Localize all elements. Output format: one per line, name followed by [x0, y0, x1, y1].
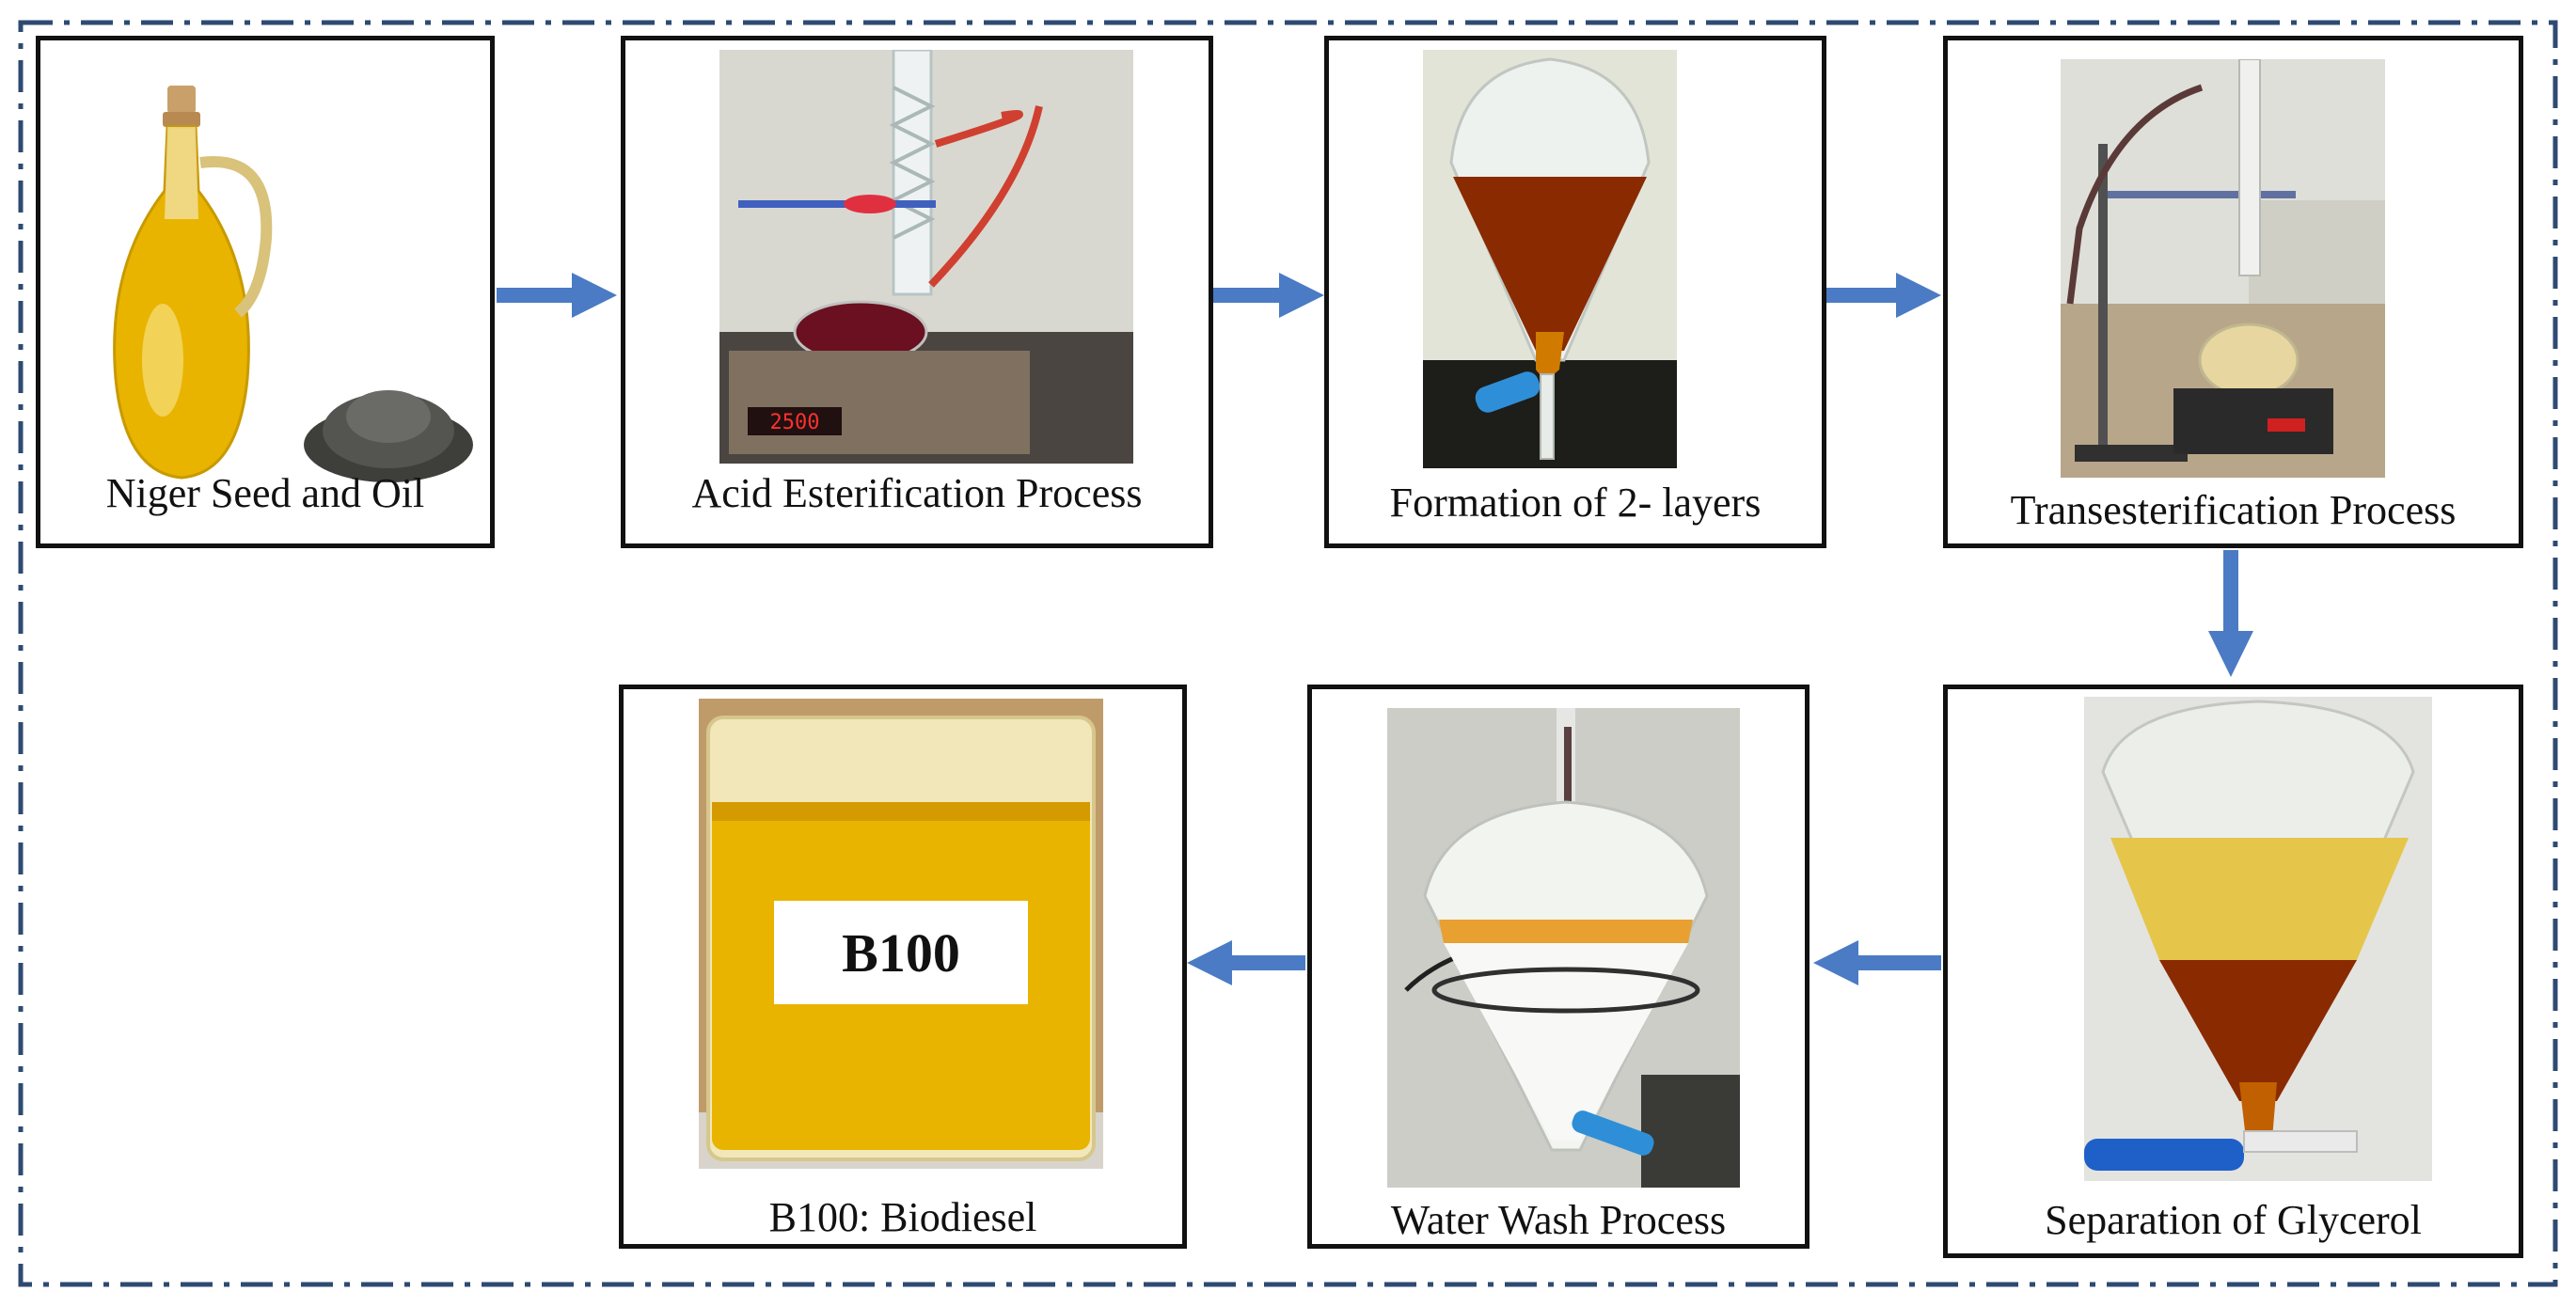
hot-plate-icon	[2173, 388, 2333, 454]
formation-2-layers-photo	[1423, 50, 1677, 468]
separation-glycerol-photo	[2084, 697, 2432, 1181]
hot-plate-icon	[729, 351, 1030, 454]
step-separation-glycerol: Separation of Glycerol	[1943, 685, 2523, 1258]
step-niger-seed-oil: Niger Seed and Oil	[36, 36, 495, 548]
oil-layer	[1439, 920, 1693, 943]
arrow-right-icon	[1213, 273, 1324, 318]
oil-bottle-icon	[113, 125, 250, 480]
step-biodiesel: B100 B100: Biodiesel	[619, 685, 1187, 1249]
arrow-right-icon	[497, 273, 617, 318]
arrow-down-icon	[2208, 550, 2253, 677]
biodiesel-photo: B100	[699, 699, 1103, 1169]
step-label: Separation of Glycerol	[2045, 1197, 2422, 1243]
svg-text:B100: B100	[842, 922, 960, 984]
water-wash-photo	[1387, 708, 1740, 1188]
oil-layer	[2110, 838, 2409, 960]
dark-layer	[1453, 177, 1647, 351]
step-label: Transesterification Process	[2010, 487, 2457, 533]
flask-icon	[2198, 323, 2299, 398]
glycerol-layer	[2159, 960, 2357, 1101]
beaker-label	[774, 901, 1028, 1004]
step-label: Niger Seed and Oil	[105, 470, 425, 516]
svg-text:2500: 2500	[770, 411, 820, 434]
niger-seed-oil-photo	[78, 78, 473, 492]
arrow-left-icon	[1813, 940, 1941, 985]
water-layer	[1444, 943, 1688, 1141]
step-transesterification: Transesterification Process	[1943, 36, 2523, 548]
step-water-wash: Water Wash Process	[1307, 685, 1810, 1249]
acid-esterification-photo: 2500	[719, 50, 1133, 464]
condenser-icon	[2238, 59, 2261, 276]
step-acid-esterification: 2500 Acid Esterification Process	[621, 36, 1213, 548]
step-label: Water Wash Process	[1390, 1197, 1727, 1243]
arrow-right-icon	[1826, 273, 1941, 318]
cork-icon	[167, 86, 196, 114]
arrow-left-icon	[1187, 940, 1305, 985]
transesterification-photo	[2061, 59, 2385, 478]
step-label: Formation of 2- layers	[1389, 480, 1762, 526]
step-label: Acid Esterification Process	[691, 470, 1143, 516]
step-formation-2-layers: Formation of 2- layers	[1324, 36, 1826, 548]
step-label: B100: Biodiesel	[768, 1194, 1037, 1240]
